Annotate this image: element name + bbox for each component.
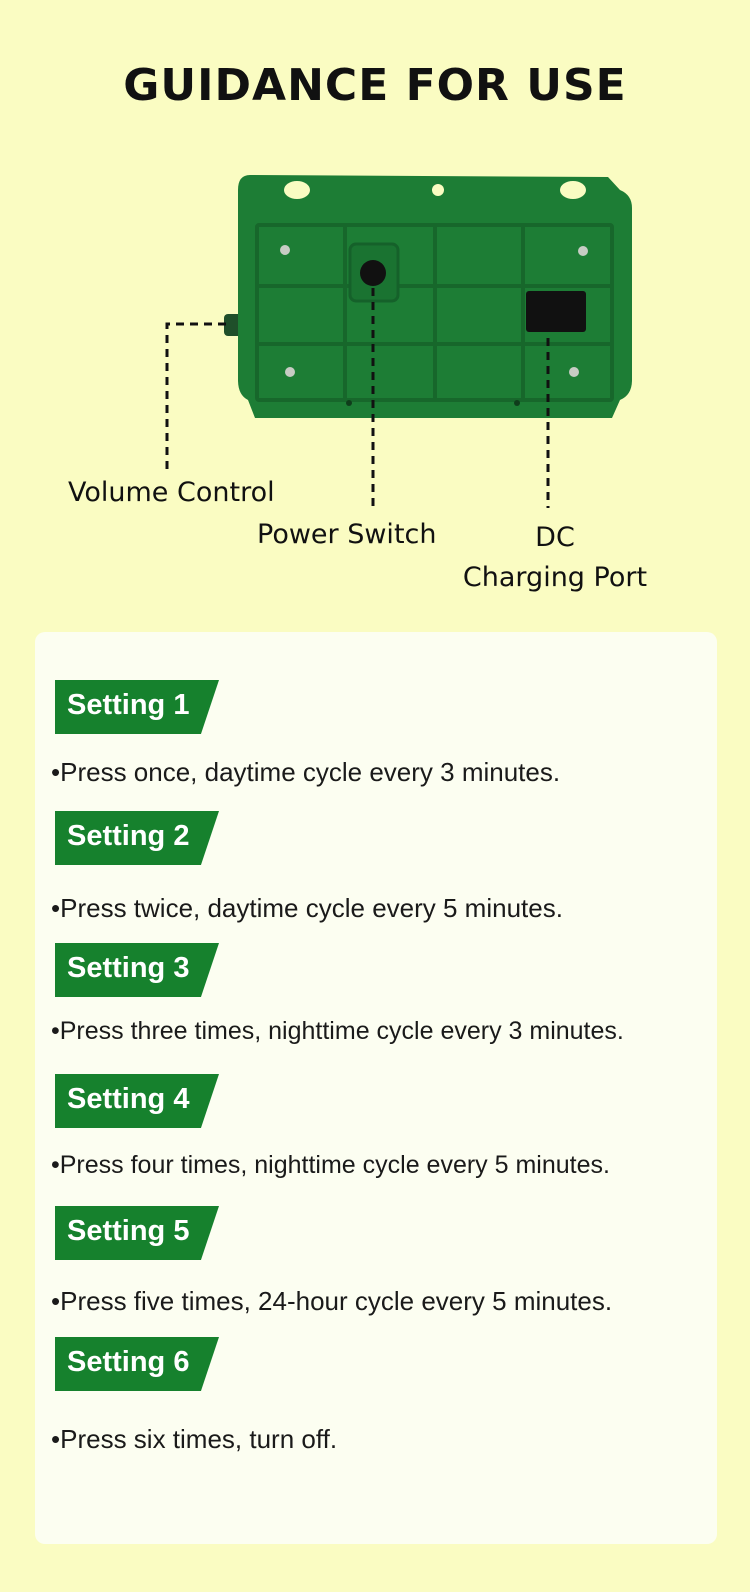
dc-label-line1: DC [535, 522, 575, 553]
setting-label: Setting 4 [67, 1083, 190, 1115]
setting-5-description: •Press five times, 24-hour cycle every 5… [51, 1286, 613, 1316]
page-title: GUIDANCE FOR USE [123, 60, 627, 111]
setting-3-badge: Setting 3 [55, 943, 219, 997]
setting-label: Setting 6 [67, 1346, 190, 1378]
setting-label: Setting 3 [67, 952, 190, 984]
setting-label: Setting 2 [67, 820, 190, 852]
dc-label-line2: Charging Port [462, 562, 648, 593]
dc-port [526, 291, 586, 332]
setting-2-description: •Press twice, daytime cycle every 5 minu… [51, 893, 563, 923]
power-switch-label: Power Switch [257, 519, 437, 550]
setting-1-badge: Setting 1 [55, 680, 219, 734]
setting-6-description: •Press six times, turn off. [51, 1424, 338, 1454]
setting-1-description: •Press once, daytime cycle every 3 minut… [51, 757, 561, 787]
volume-control-label: Volume Control [68, 477, 275, 508]
device-illustration [165, 175, 632, 510]
power-switch [360, 260, 386, 286]
setting-2-badge: Setting 2 [55, 811, 219, 865]
setting-4-description: •Press four times, nighttime cycle every… [51, 1151, 610, 1179]
setting-label: Setting 1 [67, 689, 190, 721]
setting-4-badge: Setting 4 [55, 1074, 219, 1128]
setting-label: Setting 5 [67, 1215, 190, 1247]
settings-card: Setting 1 •Press once, daytime cycle eve… [35, 632, 717, 1544]
setting-6-badge: Setting 6 [55, 1337, 219, 1391]
dc-charging-port-label: DC Charging Port [455, 518, 655, 598]
setting-3-description: •Press three times, nighttime cycle ever… [51, 1017, 624, 1045]
setting-5-badge: Setting 5 [55, 1206, 219, 1260]
